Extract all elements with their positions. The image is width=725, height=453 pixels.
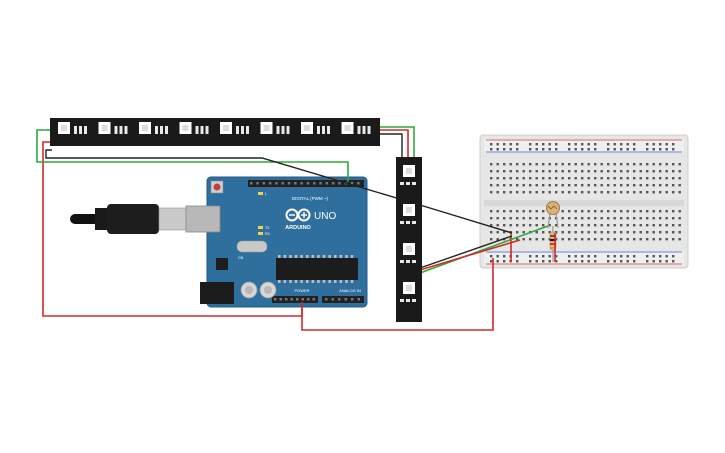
wire-green-strip[interactable] [378,126,415,160]
power-jack [200,282,234,304]
led-strip-horizontal[interactable] [50,118,380,146]
wire-green-data[interactable] [36,129,349,182]
breadboard[interactable] [479,134,689,269]
wire-black-sensor[interactable] [419,235,513,269]
analog-header-label: ANALOG IN [339,288,361,293]
wire-red-strip[interactable] [378,129,409,160]
rx-label: RX [265,232,271,236]
wire-red-sensor[interactable] [419,239,521,271]
usb-cable[interactable] [70,204,221,234]
wires [36,126,556,331]
power-header-label: POWER [294,288,309,293]
wire-green-sensor[interactable] [419,225,549,274]
arduino-logo [285,208,311,222]
wire-black-gnd[interactable] [45,149,513,234]
tx-label: TX [265,226,270,230]
arduino-model-label: UNO [314,211,336,222]
on-label: ON [238,256,244,260]
led-strip-vertical[interactable] [396,157,422,322]
arduino-brand-label: ARDUINO [285,225,311,231]
l-label: L [265,192,267,196]
wire-black-gnd2[interactable] [378,133,403,160]
digital-header-label: DIGITAL (PWM ~) [292,196,329,201]
arduino-uno-board[interactable]: ARDUINO UNO DIGITAL (PWM ~) POWER ANALOG… [206,176,368,308]
breadboard-holes [490,143,681,263]
wire-red-rail[interactable] [301,258,494,331]
photoresistor[interactable] [546,201,560,229]
